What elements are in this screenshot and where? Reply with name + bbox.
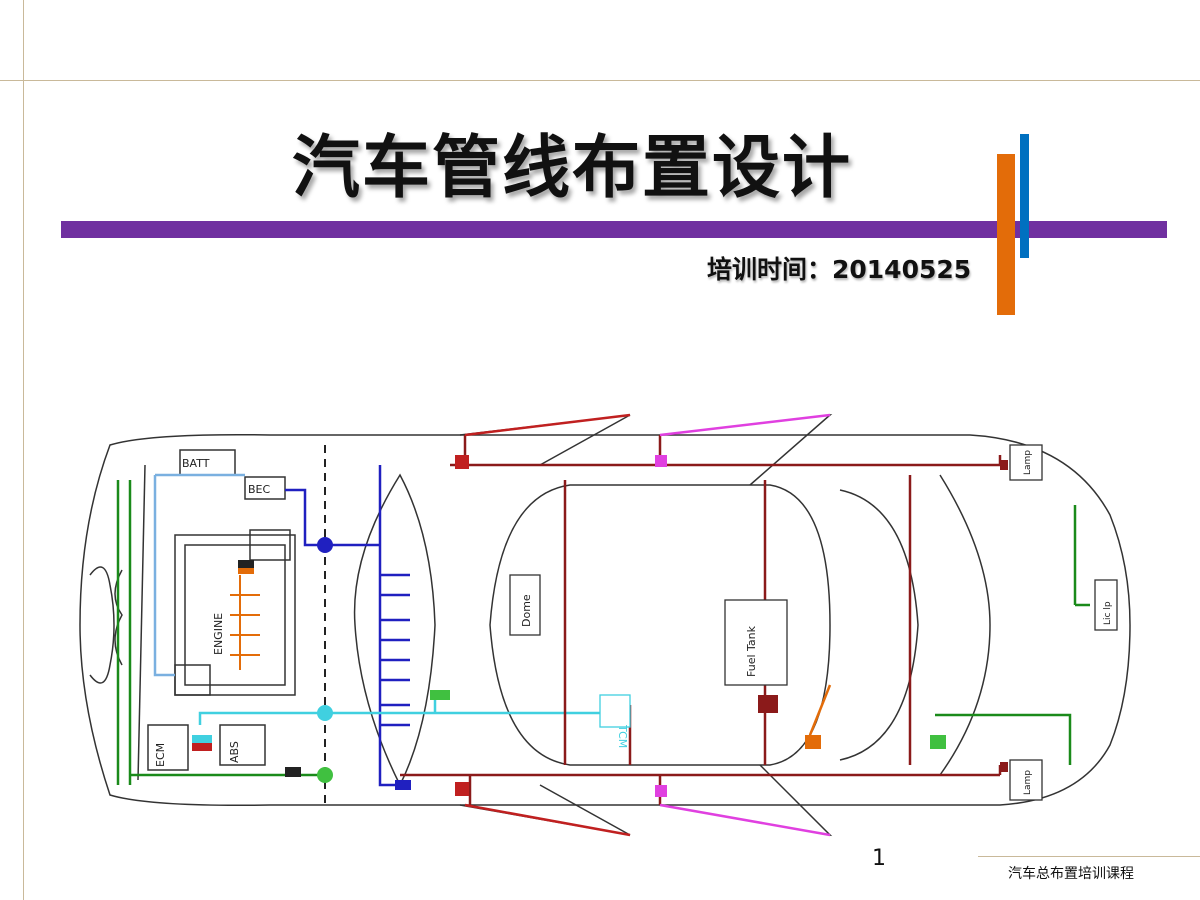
footer-course-name: 汽车总布置培训课程 [1008,866,1134,882]
label-abs: ABS [228,741,241,763]
rear-ground-green [935,505,1090,765]
front-harness-light-blue [153,473,245,677]
frame-vertical-line [23,0,24,900]
label-tcm: TCM [616,724,629,748]
car-body-outline [79,413,1131,837]
vehicle-wiring-diagram: BATT BEC ENGINE ECM ABS TCM Dome Fuel Ta… [79,413,1131,837]
connectors [192,455,1008,797]
label-lamp-top: Lamp [1023,450,1033,475]
component-boxes [509,444,1118,801]
ground-harness-green [116,480,325,785]
label-batt: BATT [182,457,210,470]
blue-accent-bar [1020,134,1029,258]
front-harness-blue [285,465,410,787]
can-bus-cyan [198,700,600,725]
label-fuel-tank: Fuel Tank [745,625,758,677]
engine-bay [147,449,296,771]
label-dome: Dome [520,594,533,627]
label-bec: BEC [248,483,270,496]
orange-accent-bar [997,154,1015,315]
door-harness-magenta [659,413,831,837]
label-engine: ENGINE [212,613,225,655]
label-license-lamp: Lic lp [1103,601,1113,625]
label-ecm: ECM [154,743,167,767]
page-number: 1 [872,846,886,871]
door-harness-red [464,413,631,837]
training-date: 培训时间：20140525 [707,255,972,284]
purple-divider-bar [61,221,1167,238]
fuel-harness-orange [808,684,832,736]
slide-title: 汽车管线布置设计 [291,129,852,208]
footer-divider [978,856,1200,857]
frame-horizontal-line [0,80,1200,81]
label-lamp-bottom: Lamp [1023,770,1033,795]
engine-symbol [230,575,260,670]
